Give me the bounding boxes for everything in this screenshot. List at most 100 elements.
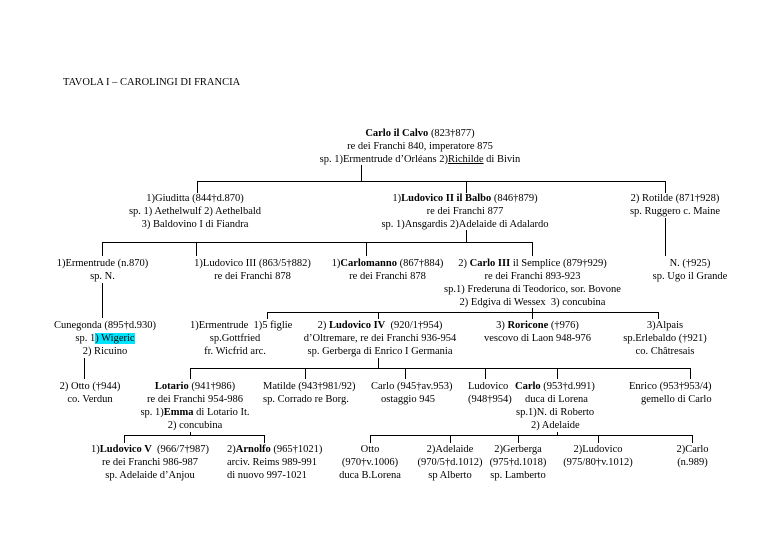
person-spouses: sp. 1) Wigeric	[30, 332, 180, 345]
person-title: re dei Franchi 954-986	[147, 394, 243, 405]
connector	[197, 181, 198, 193]
connector	[378, 358, 379, 368]
person-spouses: sp. 1) Aethelwulf 2) Aethelbald	[128, 206, 262, 217]
person-spouses: sp.1)N. di Roberto	[516, 407, 595, 418]
connector	[102, 242, 103, 256]
person-title: arciv. Reims 989-991	[227, 457, 318, 468]
person-spouses: 2) Ricuino	[82, 346, 128, 357]
order-prefix: 3)	[496, 320, 508, 331]
person-spouses: sp. Gerberga di Enrico I Germania	[307, 346, 453, 357]
person-name: 1)Ermentrude (n.870)	[56, 258, 149, 269]
person-spouses: sp. Lamberto	[490, 470, 546, 481]
person-name: 1)Ermentrude 1)5 figlie	[190, 320, 293, 331]
person-name: Matilde (943†981/92)	[263, 381, 356, 392]
person-name-line: Carlo (953†d.991)	[515, 380, 595, 393]
connector	[267, 312, 658, 313]
person-spouses: sp Alberto	[428, 470, 472, 481]
person-name: 2)Carlo	[676, 444, 709, 455]
connector	[665, 218, 666, 256]
person-name-line: 2)Arnolfo (965†1021)	[227, 443, 322, 456]
connector	[124, 435, 264, 436]
spouse-text: sp. 1)	[140, 407, 164, 418]
person-dates: (941†986)	[188, 381, 236, 392]
person-name: N. (†925)	[669, 258, 711, 269]
connector	[690, 368, 691, 379]
connector	[197, 181, 665, 182]
person-spouses: sp. Corrado re Borg.	[263, 394, 349, 405]
person-name: Roricone	[507, 320, 549, 331]
person-title: duca B.Lorena	[339, 470, 401, 481]
person-title: re dei Franchi 877	[426, 206, 504, 217]
person-dates: (966/7†987)	[151, 444, 209, 455]
order-prefix: 2)	[227, 444, 236, 455]
person-dates: (846†879)	[491, 193, 538, 204]
person-name: 2)Adelaide	[426, 444, 474, 455]
connector	[485, 368, 486, 379]
spouse-text: sp. 1)Ermentrude d’Orléans 2)	[319, 154, 448, 165]
person-dates: (920/1†954)	[385, 320, 443, 331]
person-name: 2) Rotilde (871†928)	[630, 193, 720, 204]
person-name-line: Carlo il Calvo (823†877)	[250, 127, 590, 140]
person-spouses: sp.1) Frederuna di Teodorico, sor. Bovon…	[444, 284, 621, 295]
person-dates: (n.989)	[677, 457, 708, 468]
page-title: TAVOLA I – CAROLINGI DI FRANCIA	[63, 77, 241, 88]
person-title: re dei Franchi 878	[349, 271, 426, 282]
order-prefix: 1)	[331, 258, 341, 269]
person-dates: (975†d.1018)	[489, 457, 547, 468]
person-spouses: 2) Adelaide	[531, 420, 580, 431]
person-name-line: 2) Carlo III il Semplice (879†929)	[420, 257, 645, 270]
person-name: Carlo il Calvo	[365, 128, 429, 139]
person-note: gemello di Carlo	[641, 394, 712, 405]
spouse-text-end: di Bivin	[483, 154, 521, 165]
person-dates: (948†954)	[468, 394, 512, 405]
person-name: Lotario	[154, 381, 189, 392]
connector	[378, 312, 379, 319]
spouse-text-end: di Lotario It.	[193, 407, 250, 418]
person-spouses: sp. 1)Ermentrude d’Orléans 2)Richilde di…	[250, 153, 590, 166]
person-name: 3)Alpais	[646, 320, 684, 331]
person-spouses: 2) Edgiva di Wessex 3) concubina	[459, 297, 606, 308]
person-name-line: 3) Roricone (†976)	[470, 319, 605, 332]
person-spouses: 2) concubina	[167, 420, 223, 431]
person-name: Carlomanno	[340, 258, 397, 269]
person-name-line: Lotario (941†986)	[120, 380, 270, 393]
person-dates: (970/5†d.1012)	[417, 457, 483, 468]
person-name-line: 2) Ludovico IV (920/1†954)	[290, 319, 470, 332]
person-title: re dei Franchi 893-923	[484, 271, 581, 282]
connector	[102, 242, 532, 243]
person-name: Enrico (953†953/4)	[629, 381, 712, 392]
connector	[518, 435, 519, 443]
connector	[658, 312, 659, 319]
person-dates: (823†877)	[428, 128, 475, 139]
connector	[466, 230, 467, 242]
spouse-text: sp. 1	[75, 333, 96, 344]
connector	[361, 165, 362, 182]
spouse-underlined: Richilde	[447, 154, 484, 165]
connector	[190, 368, 690, 369]
person-note: ostaggio 945	[381, 394, 435, 405]
connector	[84, 358, 85, 379]
person-title: d’Oltremare, re dei Franchi 936-954	[303, 333, 457, 344]
person-name: Carlo (945†av.953)	[371, 381, 453, 392]
person-title: re dei Franchi 878	[214, 271, 291, 282]
person-name: Ludovico V	[99, 444, 152, 455]
order-prefix: 2)	[317, 320, 329, 331]
connector	[598, 435, 599, 443]
person-name: 1)Ludovico III (863/5†882)	[194, 258, 311, 269]
person-spouses: sp. N.	[90, 271, 115, 282]
connector	[405, 368, 406, 379]
connector	[370, 435, 371, 443]
person-name: 2)Gerberga	[494, 444, 542, 455]
person-note: fr. Wicfrid arc.	[204, 346, 266, 357]
person-spouses: sp. Ruggero c. Maine	[629, 206, 721, 217]
person-spouses: sp.Erlebaldo (†921)	[623, 333, 707, 344]
person-title: re dei Franchi 986-987	[102, 457, 198, 468]
person-dates: (970†v.1006)	[341, 457, 399, 468]
order-prefix: 1)	[392, 193, 402, 204]
connector	[466, 181, 467, 193]
person-name: Carlo III	[469, 258, 511, 269]
person-name: Cunegonda (895†d.930)	[53, 320, 157, 331]
person-name: Arnolfo	[235, 444, 271, 455]
person-name: Ludovico IV	[328, 320, 386, 331]
person-spouses: sp. Ugo il Grande	[652, 271, 728, 282]
